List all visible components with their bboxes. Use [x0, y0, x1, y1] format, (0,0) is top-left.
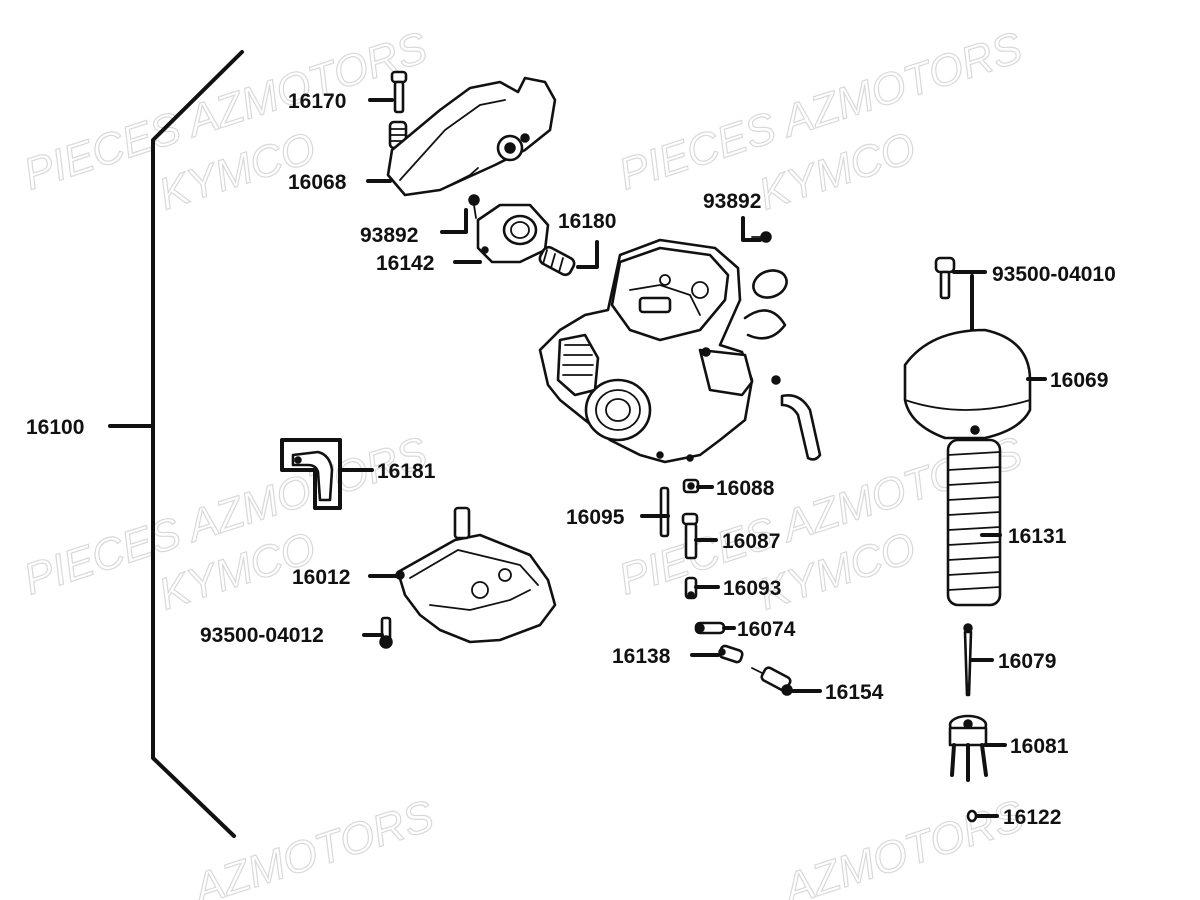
part-label-16122: 16122: [1003, 806, 1061, 829]
part-16079-needle: [963, 623, 973, 697]
leader-16180: [576, 240, 599, 269]
part-label-16069: 16069: [1050, 369, 1108, 392]
part-label-16154: 16154: [825, 681, 884, 704]
watermark-layer: PIECES AZMOTORS KYMCO PIECES AZMOTORS KY…: [17, 22, 1030, 900]
part-16088: [682, 478, 700, 494]
part-93500-04012-screw: [379, 616, 393, 649]
part-label-16068: 16068: [288, 171, 347, 194]
part-hose-clip: [771, 375, 781, 385]
part-16068-bracket: [386, 76, 557, 197]
part-93892-screw-b: [751, 231, 772, 243]
part-label-16181: 16181: [377, 460, 436, 483]
part-16095: [652, 486, 670, 538]
part-label-16074: 16074: [737, 618, 796, 641]
leader-93892-b: [741, 216, 762, 242]
part-label-93892-a: 93892: [360, 224, 418, 247]
part-16074: [694, 621, 726, 635]
part-hose: [780, 394, 822, 461]
part-16180-spring: [538, 245, 576, 277]
part-16154: [751, 666, 793, 696]
watermark-text: AZMOTORS: [185, 791, 439, 900]
part-16142-cover: [476, 203, 550, 264]
part-label-16100: 16100: [26, 416, 84, 439]
part-16069-cap: [903, 328, 1032, 440]
part-o-ring: [752, 269, 788, 299]
assembly-bracket-line: [151, 50, 244, 838]
part-16081-slide: [948, 714, 988, 782]
part-label-16095: 16095: [566, 506, 625, 529]
part-16131-spring: [946, 438, 1002, 607]
part-label-16131: 16131: [1008, 525, 1067, 548]
part-16087: [681, 512, 699, 560]
part-label-16087: 16087: [722, 530, 780, 553]
part-o-ring-small: [743, 309, 787, 340]
part-label-93500-04012: 93500-04012: [200, 624, 324, 647]
part-16181-tube: [280, 438, 342, 510]
part-93892-screw-a: [468, 194, 480, 219]
part-label-16093: 16093: [723, 577, 781, 600]
part-label-93500-04010: 93500-04010: [992, 263, 1116, 286]
part-label-16088: 16088: [716, 477, 775, 500]
part-16122-clip: [966, 809, 978, 823]
part-label-16170: 16170: [288, 90, 346, 113]
leader-93892-a: [440, 208, 468, 234]
part-label-93892-b: 93892: [703, 190, 761, 213]
part-16012-float-bowl: [395, 506, 557, 644]
part-label-16138: 16138: [612, 645, 671, 668]
watermark-text: AZMOTORS: [775, 791, 1029, 900]
part-carburetor-body: [538, 238, 754, 464]
part-16138: [718, 644, 744, 664]
part-label-16081: 16081: [1010, 735, 1069, 758]
part-label-16079: 16079: [998, 650, 1056, 673]
part-label-16142: 16142: [376, 252, 434, 275]
part-label-16180: 16180: [558, 210, 616, 233]
part-label-16012: 16012: [292, 566, 350, 589]
part-16170-screw: [390, 70, 408, 114]
